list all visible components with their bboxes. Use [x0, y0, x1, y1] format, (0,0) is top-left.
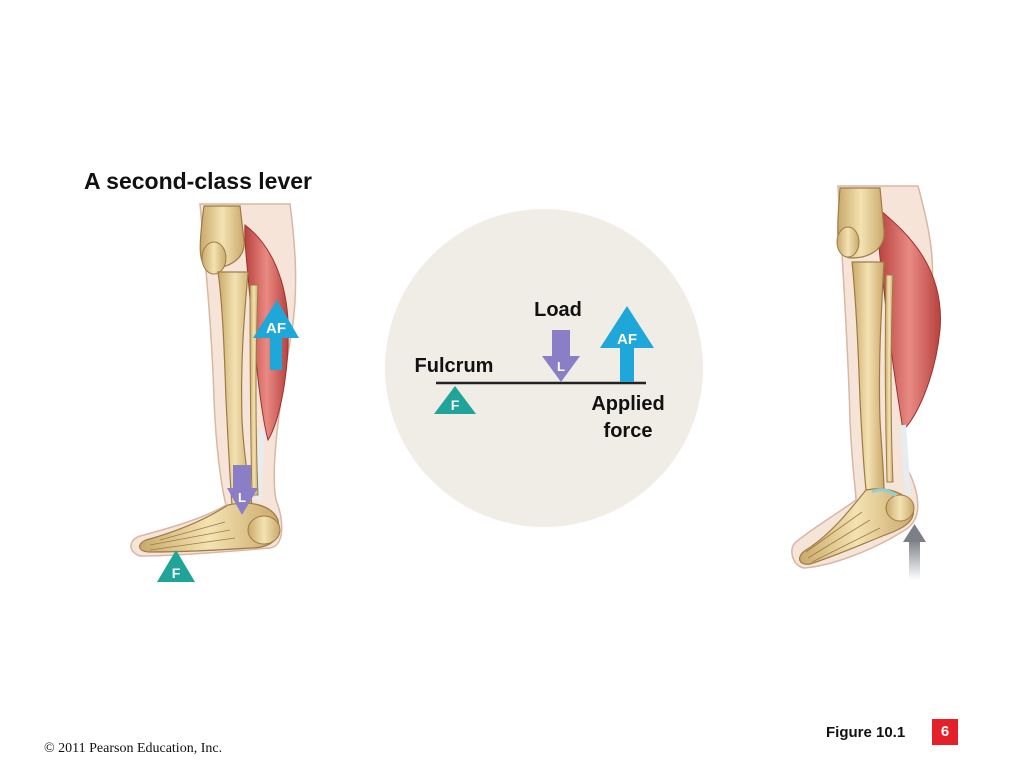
lever-schematic: F L AF — [385, 209, 703, 527]
schematic-f-marker: F — [451, 397, 460, 413]
schematic-load-arrow: L — [542, 330, 580, 382]
left-calcaneus — [247, 515, 281, 545]
load-label: Load — [534, 299, 582, 321]
left-l-marker: L — [238, 490, 246, 505]
slide-number-badge: 6 — [932, 719, 958, 745]
figure-label: Figure 10.1 — [826, 724, 906, 741]
right-achilles-tendon — [900, 424, 911, 496]
right-leg-illustration — [791, 185, 941, 580]
fulcrum-label: Fulcrum — [414, 355, 494, 377]
left-leg-illustration: AF L F — [130, 203, 299, 582]
schematic-fulcrum: F — [434, 386, 476, 414]
right-fibula — [884, 274, 894, 483]
schematic-background-circle — [385, 209, 703, 527]
left-f-marker: F — [172, 565, 181, 581]
schematic-af-marker: AF — [617, 331, 637, 348]
copyright-notice: © 2011 Pearson Education, Inc. — [44, 741, 223, 756]
right-patella — [836, 226, 860, 258]
right-calcaneus — [885, 494, 915, 522]
left-achilles-tendon — [255, 429, 265, 501]
left-patella — [201, 241, 227, 275]
schematic-applied-force-arrow: AF — [600, 306, 654, 382]
slide-title: A second-class lever — [84, 168, 312, 194]
left-fulcrum-marker: F — [157, 550, 195, 582]
right-movement-arrow — [903, 524, 926, 580]
left-foot-bones — [139, 502, 280, 553]
left-load-arrow: L — [227, 465, 258, 515]
left-af-marker: AF — [266, 320, 286, 337]
schematic-l-marker: L — [557, 359, 565, 374]
left-applied-force-arrow: AF — [253, 300, 299, 370]
